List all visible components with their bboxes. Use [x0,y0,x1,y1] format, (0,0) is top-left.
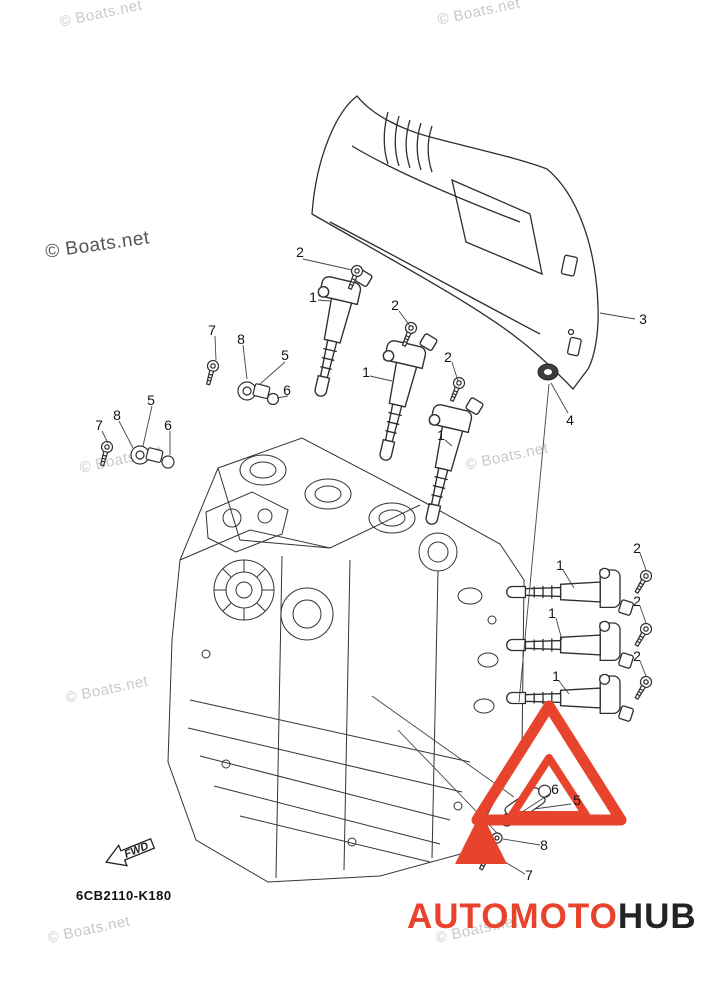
logo-text-secondary: HUB [617,897,697,936]
callout-label-8: 8 [237,331,245,347]
callout-label-6: 6 [164,417,172,433]
fwd-arrow: FWD [104,837,156,867]
leader-lines [101,258,647,875]
callout-label-2: 2 [633,593,641,609]
engine-cover-drawing [311,95,599,391]
callout-label-6: 6 [283,382,291,398]
callout-label-2: 2 [444,349,452,365]
part-code: 6CB2110-K180 [76,888,172,903]
callout-label-4: 4 [566,412,574,428]
callout-label-1: 1 [309,289,317,305]
callout-label-1: 1 [552,668,560,684]
callout-label-1: 1 [437,427,445,443]
logo-text-primary: AUTOMOTO [407,897,618,936]
ignition-coils-right [506,567,655,723]
callout-label-1: 1 [556,557,564,573]
callout-label-5: 5 [147,392,155,408]
callout-label-8: 8 [113,407,121,423]
callout-label-2: 2 [633,540,641,556]
callout-label-5: 5 [573,792,581,808]
ignition-coils-top [294,260,486,531]
callout-label-1: 1 [362,364,370,380]
callout-label-2: 2 [633,648,641,664]
sensors-left [96,358,280,469]
callout-label-7: 7 [208,322,216,338]
callout-label-5: 5 [281,347,289,363]
callout-label-2: 2 [296,244,304,260]
logo-triangles [455,700,627,864]
grommet-drawing [537,363,559,381]
callout-label-7: 7 [525,867,533,883]
callout-label-8: 8 [540,837,548,853]
callout-label-3: 3 [639,311,647,327]
logo-wordmark: AUTOMOTOHUB [407,899,697,934]
fwd-label: FWD [123,840,151,861]
callout-label-2: 2 [391,297,399,313]
callout-label-6: 6 [551,781,559,797]
callout-label-1: 1 [548,605,556,621]
engine-block-drawing [167,437,525,883]
callout-label-7: 7 [95,417,103,433]
